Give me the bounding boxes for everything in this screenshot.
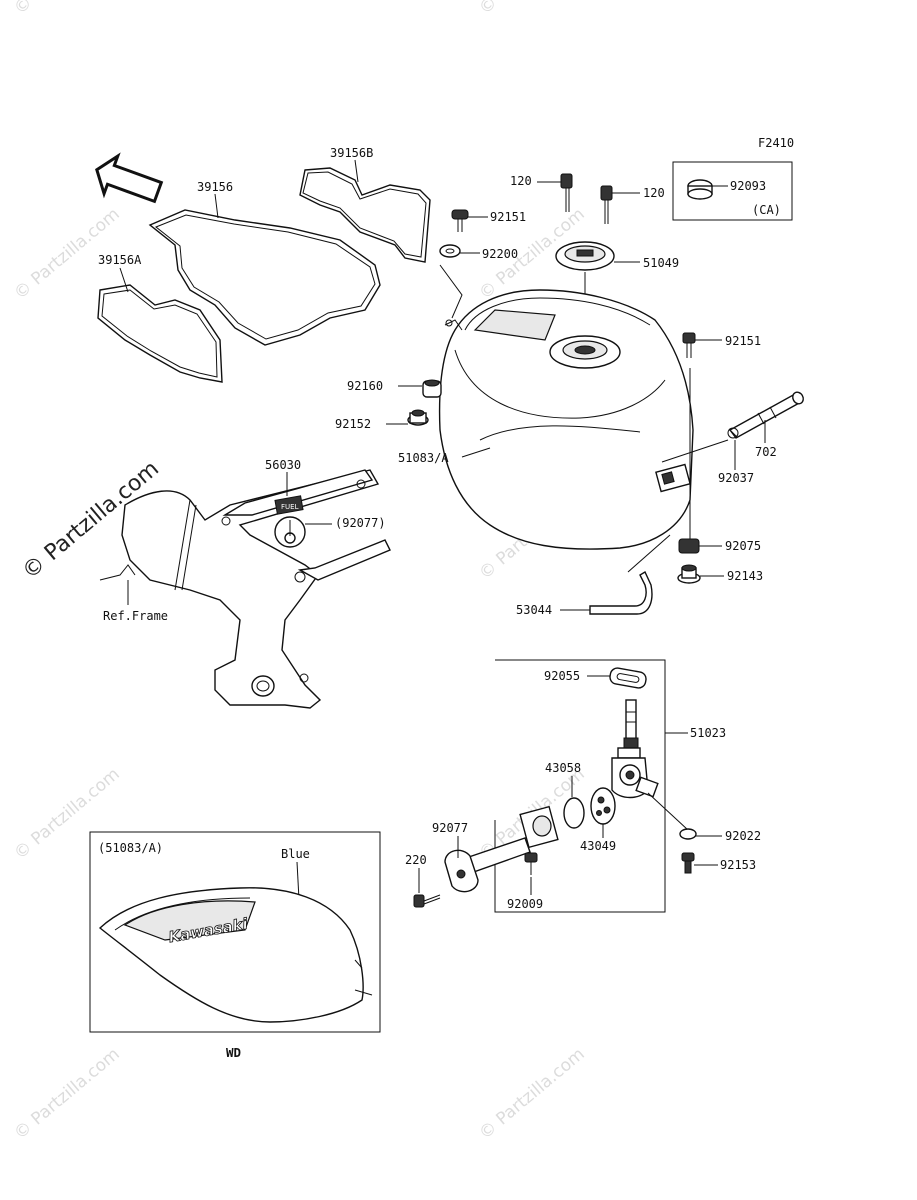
label-92143: 92143 bbox=[727, 569, 763, 583]
label-92055: 92055 bbox=[544, 669, 580, 683]
fuel-cap-51049 bbox=[555, 241, 615, 271]
damper-92152 bbox=[407, 409, 429, 426]
label-ref-frame: Ref.Frame bbox=[103, 609, 168, 623]
bolt-92151-right bbox=[682, 332, 696, 358]
label-92151: 92151 bbox=[725, 334, 761, 348]
label-92037: 92037 bbox=[718, 471, 754, 485]
o-ring-43058 bbox=[563, 797, 585, 829]
label-92093: 92093 bbox=[730, 179, 766, 193]
label-92153: 92153 bbox=[720, 858, 756, 872]
watermark-text: © Partzilla.com bbox=[475, 1044, 588, 1144]
seal-53044 bbox=[589, 570, 653, 615]
pad-39156a bbox=[97, 284, 223, 383]
watermark-text: © Partzilla.com bbox=[10, 1044, 123, 1144]
damper-92075 bbox=[678, 538, 700, 554]
grommet-92093 bbox=[687, 179, 713, 200]
bolt-92151-top bbox=[451, 209, 469, 232]
watermark-text: © Partzilla.com bbox=[10, 0, 123, 19]
leader-line bbox=[354, 159, 359, 183]
label-220: 220 bbox=[405, 853, 427, 867]
bolt-120-right bbox=[600, 185, 613, 224]
gasket-43049 bbox=[590, 787, 616, 825]
watermark-text: © Partzilla.com bbox=[475, 0, 588, 19]
inset-title: (51083/A) bbox=[98, 841, 163, 855]
tank-wd-variant: Kawasaki bbox=[98, 887, 373, 1023]
label-120: 120 bbox=[510, 174, 532, 188]
bolt-92077-ref bbox=[274, 516, 306, 548]
fuel-tank-51083a bbox=[438, 289, 694, 550]
label-92077: 92077 bbox=[432, 821, 468, 835]
damper-92160 bbox=[422, 379, 442, 398]
label-wd: WD bbox=[226, 1045, 241, 1060]
pad-39156b bbox=[299, 167, 431, 263]
label-56030: 56030 bbox=[265, 458, 301, 472]
label-53044: 53044 bbox=[516, 603, 552, 617]
leader-line bbox=[119, 267, 129, 293]
label-43058: 43058 bbox=[545, 761, 581, 775]
bolt-120-left bbox=[560, 173, 573, 212]
label-92022: 92022 bbox=[725, 829, 761, 843]
label-39156a: 39156A bbox=[98, 253, 142, 267]
label-92077-ref: (92077) bbox=[335, 516, 386, 530]
figure-code: F2410 bbox=[758, 136, 794, 150]
label-92009: 92009 bbox=[507, 897, 543, 911]
washer-92022 bbox=[679, 828, 697, 840]
label-120: 120 bbox=[643, 186, 665, 200]
leader-line bbox=[439, 264, 463, 319]
pad-39156 bbox=[148, 209, 381, 346]
ca-variant-box bbox=[672, 161, 793, 221]
fuel-cock-51023 bbox=[611, 699, 689, 831]
label-92151: 92151 bbox=[490, 210, 526, 224]
bolt-92153 bbox=[681, 852, 695, 874]
label-ca: (CA) bbox=[752, 203, 781, 217]
front-arrow bbox=[95, 152, 164, 204]
screw-92009 bbox=[524, 852, 538, 875]
label-51083a: 51083/A bbox=[398, 451, 449, 465]
fuel-sticker-text: FUEL bbox=[281, 503, 299, 511]
reference-frame bbox=[99, 469, 391, 709]
collar-92143 bbox=[677, 564, 701, 584]
label-43049: 43049 bbox=[580, 839, 616, 853]
gasket-92055 bbox=[609, 667, 647, 689]
leader-line bbox=[214, 193, 219, 219]
label-92152: 92152 bbox=[335, 417, 371, 431]
label-51049: 51049 bbox=[643, 256, 679, 270]
washer-92200 bbox=[439, 244, 461, 258]
label-92075: 92075 bbox=[725, 539, 761, 553]
leader-line bbox=[661, 439, 729, 463]
label-39156: 39156 bbox=[197, 180, 233, 194]
fuel-cock-group-box bbox=[494, 659, 666, 913]
label-blue: Blue bbox=[281, 847, 310, 861]
tank-variant-inset-box bbox=[89, 831, 381, 1033]
label-92160: 92160 bbox=[347, 379, 383, 393]
label-39156b: 39156B bbox=[330, 146, 373, 160]
leader-line bbox=[627, 534, 671, 573]
lever-92077 bbox=[444, 805, 559, 893]
label-sticker-56030: FUEL bbox=[274, 495, 304, 515]
label-702: 702 bbox=[755, 445, 777, 459]
clip-92037 bbox=[727, 427, 739, 439]
label-92200: 92200 bbox=[482, 247, 518, 261]
hose-702 bbox=[728, 391, 804, 439]
screw-220 bbox=[413, 894, 441, 908]
label-51023: 51023 bbox=[690, 726, 726, 740]
leader-line bbox=[461, 447, 491, 458]
